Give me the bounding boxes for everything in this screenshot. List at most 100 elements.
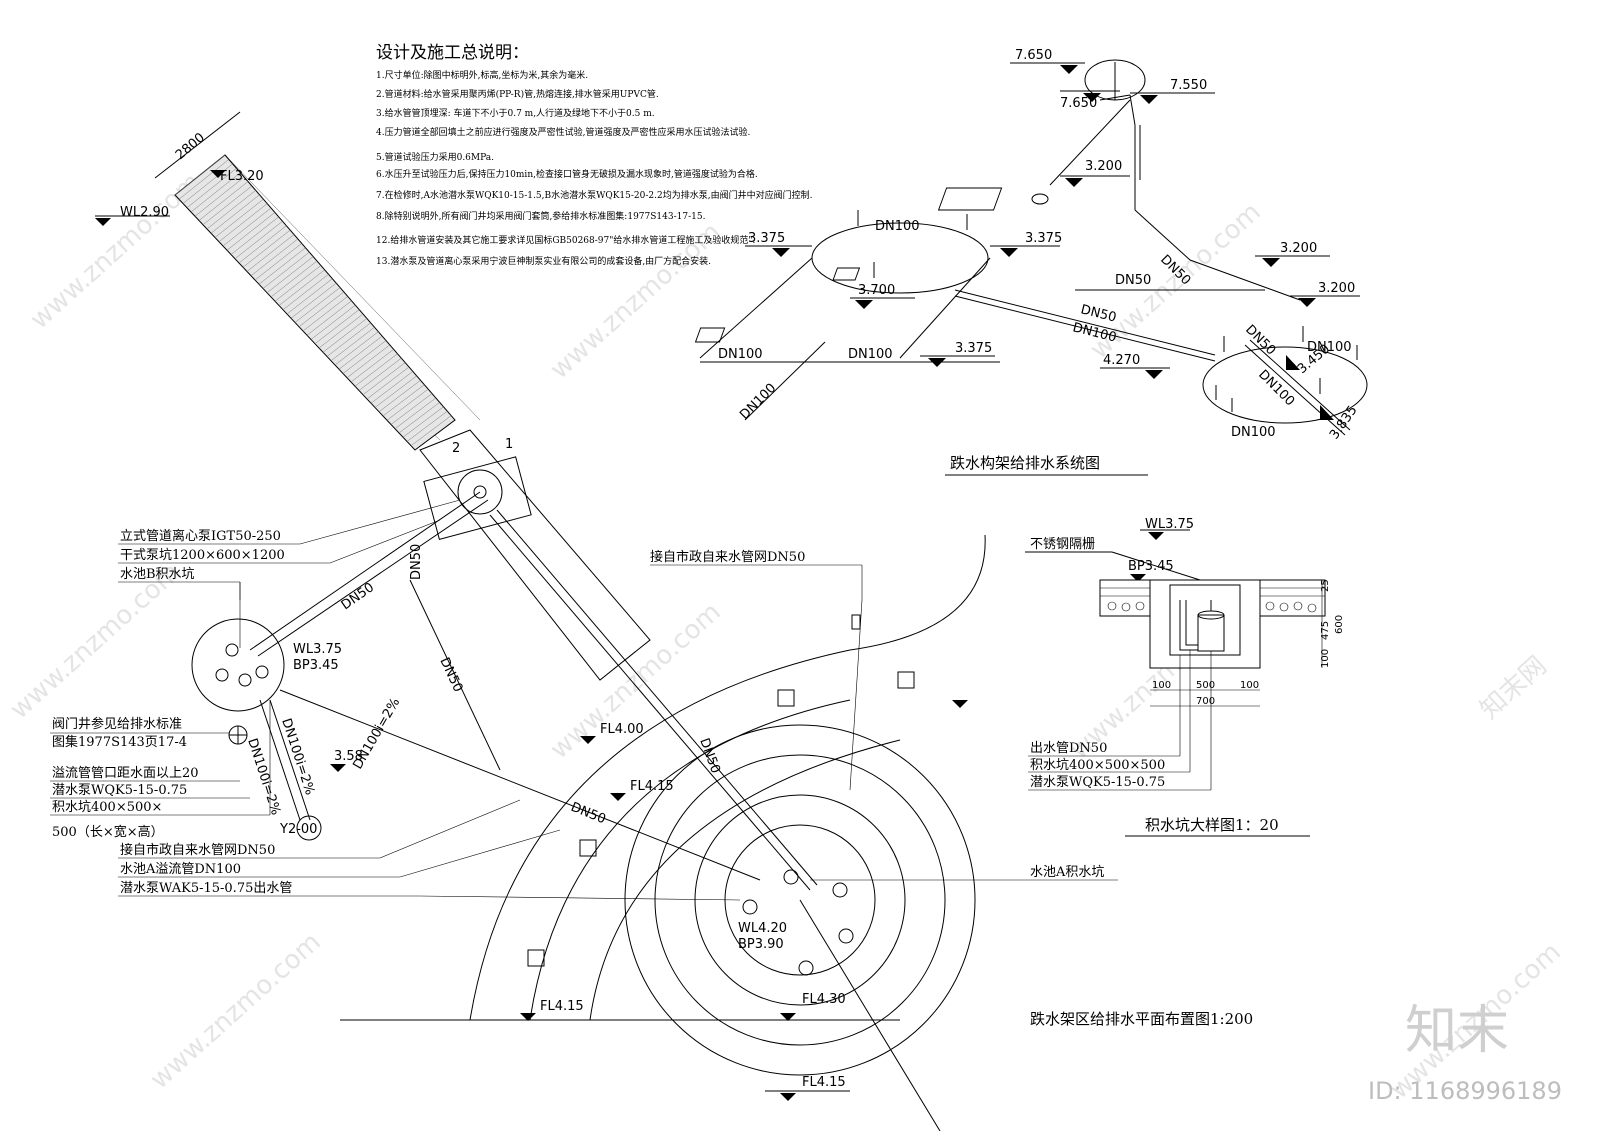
system-pipe: DN50 — [1115, 273, 1151, 288]
plan-mark: WL3.75 — [293, 642, 342, 657]
hatch-line — [230, 216, 279, 255]
hatch-line — [410, 415, 452, 446]
pump-icon — [798, 960, 814, 976]
plan-left-label: 水池A溢流管DN100 — [120, 862, 241, 877]
system-diagram: 7.650 7.550 7.650 3.200 DN50 3.200 3.200… — [694, 48, 1368, 476]
hatch-line — [310, 304, 356, 340]
cascade-steps — [419, 429, 651, 681]
watermark-tag: 知末网 — [1475, 651, 1553, 725]
pump-icon — [225, 643, 239, 657]
note-item: 12.给排水管道安装及其它施工要求详见国标GB50268-97"给水排水管道工程… — [376, 234, 756, 246]
hatch-line — [378, 380, 421, 412]
system-title: 跌水构架给排水系统图 — [950, 454, 1100, 472]
system-elev: 3.200 — [1280, 241, 1317, 256]
system-pipe: DN100 — [737, 381, 779, 423]
system-elev: 3.200 — [1085, 159, 1122, 174]
note-item: 7.在检修时,A水池潜水泵WQK10-15-1.5,B水池潜水泵WQK15-20… — [376, 189, 813, 201]
note-item: 8.除特别说明外,所有阀门井均采用阀门套筒,参给排水标准图集:1977S143-… — [376, 210, 706, 222]
elevation-marker — [610, 793, 626, 801]
hatch-line — [254, 243, 302, 281]
pump-icon — [832, 882, 848, 898]
plan-mark: FL4.15 — [630, 779, 674, 794]
plaza-arcs — [340, 534, 986, 1021]
pump-pit — [423, 456, 532, 541]
hatch-line — [298, 291, 344, 327]
elevation-marker — [855, 300, 873, 309]
hatch-line — [214, 198, 264, 238]
note-item: 6.水压升至试验压力后,保持压力10min,检查接口管身无破损及漏水现象时,管道… — [376, 168, 758, 180]
plan-left-label: 接自市政自来水管网DN50 — [120, 842, 275, 858]
grate-marker — [527, 949, 545, 967]
pit-dim: 100 — [1152, 680, 1171, 691]
hatch-line — [202, 185, 252, 225]
hatch-line — [226, 212, 275, 251]
plan-key: 1 — [505, 437, 513, 452]
notes-heading: 设计及施工总说明： — [376, 43, 529, 63]
elevation-marker — [580, 736, 596, 744]
plan-left-label: 积水坑400×500× — [52, 800, 162, 815]
elevation-marker — [928, 358, 946, 367]
floor-drain — [937, 187, 1003, 211]
sprinkler-heads — [857, 210, 1358, 412]
elevation-marker — [772, 248, 790, 257]
plan-left-label: 图集1977S143页17-4 — [52, 734, 187, 750]
elevation-marker — [1000, 248, 1018, 257]
note-item: 13.潜水泵及管道离心泵采用宁波巨神制泵实业有限公司的成套设备,由厂方配合安装. — [376, 255, 711, 267]
system-pipe: DN100 — [875, 219, 920, 234]
grate-marker — [897, 671, 915, 689]
pit-body — [1149, 579, 1261, 669]
hatch-line — [382, 384, 425, 417]
plan-pipe: DN100i=2% — [278, 717, 317, 797]
watermark-layer: www.znzmo.com www.znzmo.com www.znzmo.co… — [5, 167, 1567, 1105]
hatch-line — [282, 274, 329, 310]
system-pipe: DN100 — [1231, 425, 1276, 440]
elevation-marker — [1140, 95, 1158, 104]
pool-a-ring — [654, 754, 946, 1046]
pump-icon — [742, 899, 758, 915]
hatch-line — [398, 402, 440, 434]
plan-left-label: 干式泵坑1200×600×1200 — [120, 548, 285, 563]
pit-bp: BP3.45 — [1128, 559, 1174, 574]
hatch-line — [358, 357, 402, 391]
plan-left-label: 立式管道离心泵IGT50-250 — [120, 528, 281, 544]
plan-left-label: 阀门井参见给排水标准 — [52, 716, 182, 732]
plan-pipe: DN100i=2% — [244, 737, 283, 817]
hatch-line — [286, 278, 333, 315]
note-item: 2.管道材料:给水管采用聚丙烯(PP-R)管,热熔连接,排水管采用UPVC管. — [376, 88, 659, 100]
plan-mark: FL4.15 — [540, 999, 584, 1014]
hatch-line — [338, 335, 383, 370]
system-pipe: DN100 — [718, 347, 763, 362]
valve-icon — [851, 614, 861, 630]
plan-mark: BP3.90 — [738, 937, 784, 952]
hatch-line — [274, 265, 321, 302]
hatch-line — [386, 388, 429, 421]
hatch-line — [290, 282, 337, 319]
hatch-line — [350, 349, 394, 383]
plan-left-label: 水池B积水坑 — [120, 567, 195, 582]
hatch-line — [222, 207, 272, 247]
pit-dim: 25 — [1320, 579, 1331, 592]
plan-pipe: DN50 — [409, 544, 424, 580]
hatch-line — [318, 313, 364, 349]
pit-grate: 不锈钢隔栅 — [1030, 537, 1095, 552]
system-pipe: DN100 — [848, 347, 893, 362]
pit-dim: 700 — [1196, 696, 1215, 707]
pit-dim: 500 — [1196, 680, 1215, 691]
pit-title: 积水坑大样图1：20 — [1145, 816, 1279, 834]
hatch-line — [394, 397, 436, 429]
manhole-icon — [296, 815, 322, 841]
hatch-line — [262, 251, 310, 289]
system-elev: 3.700 — [858, 283, 895, 298]
hatch-line — [278, 269, 325, 306]
hatch-line — [246, 234, 295, 272]
system-elev: 7.550 — [1170, 78, 1207, 93]
hatch-line — [266, 256, 314, 293]
elevation-marker — [1060, 65, 1078, 74]
hatch-line — [270, 260, 318, 298]
pit-dim: 100 — [1320, 649, 1331, 668]
hatch-line — [406, 410, 448, 442]
elevation-marker — [1083, 93, 1101, 102]
note-item: 4.压力管道全部回填土之前应进行强度及严密性试验,管道强度及严密性应采用水压试验… — [376, 126, 750, 138]
plan-pipe: DN50 — [569, 800, 608, 827]
elevation-marker — [952, 700, 968, 708]
